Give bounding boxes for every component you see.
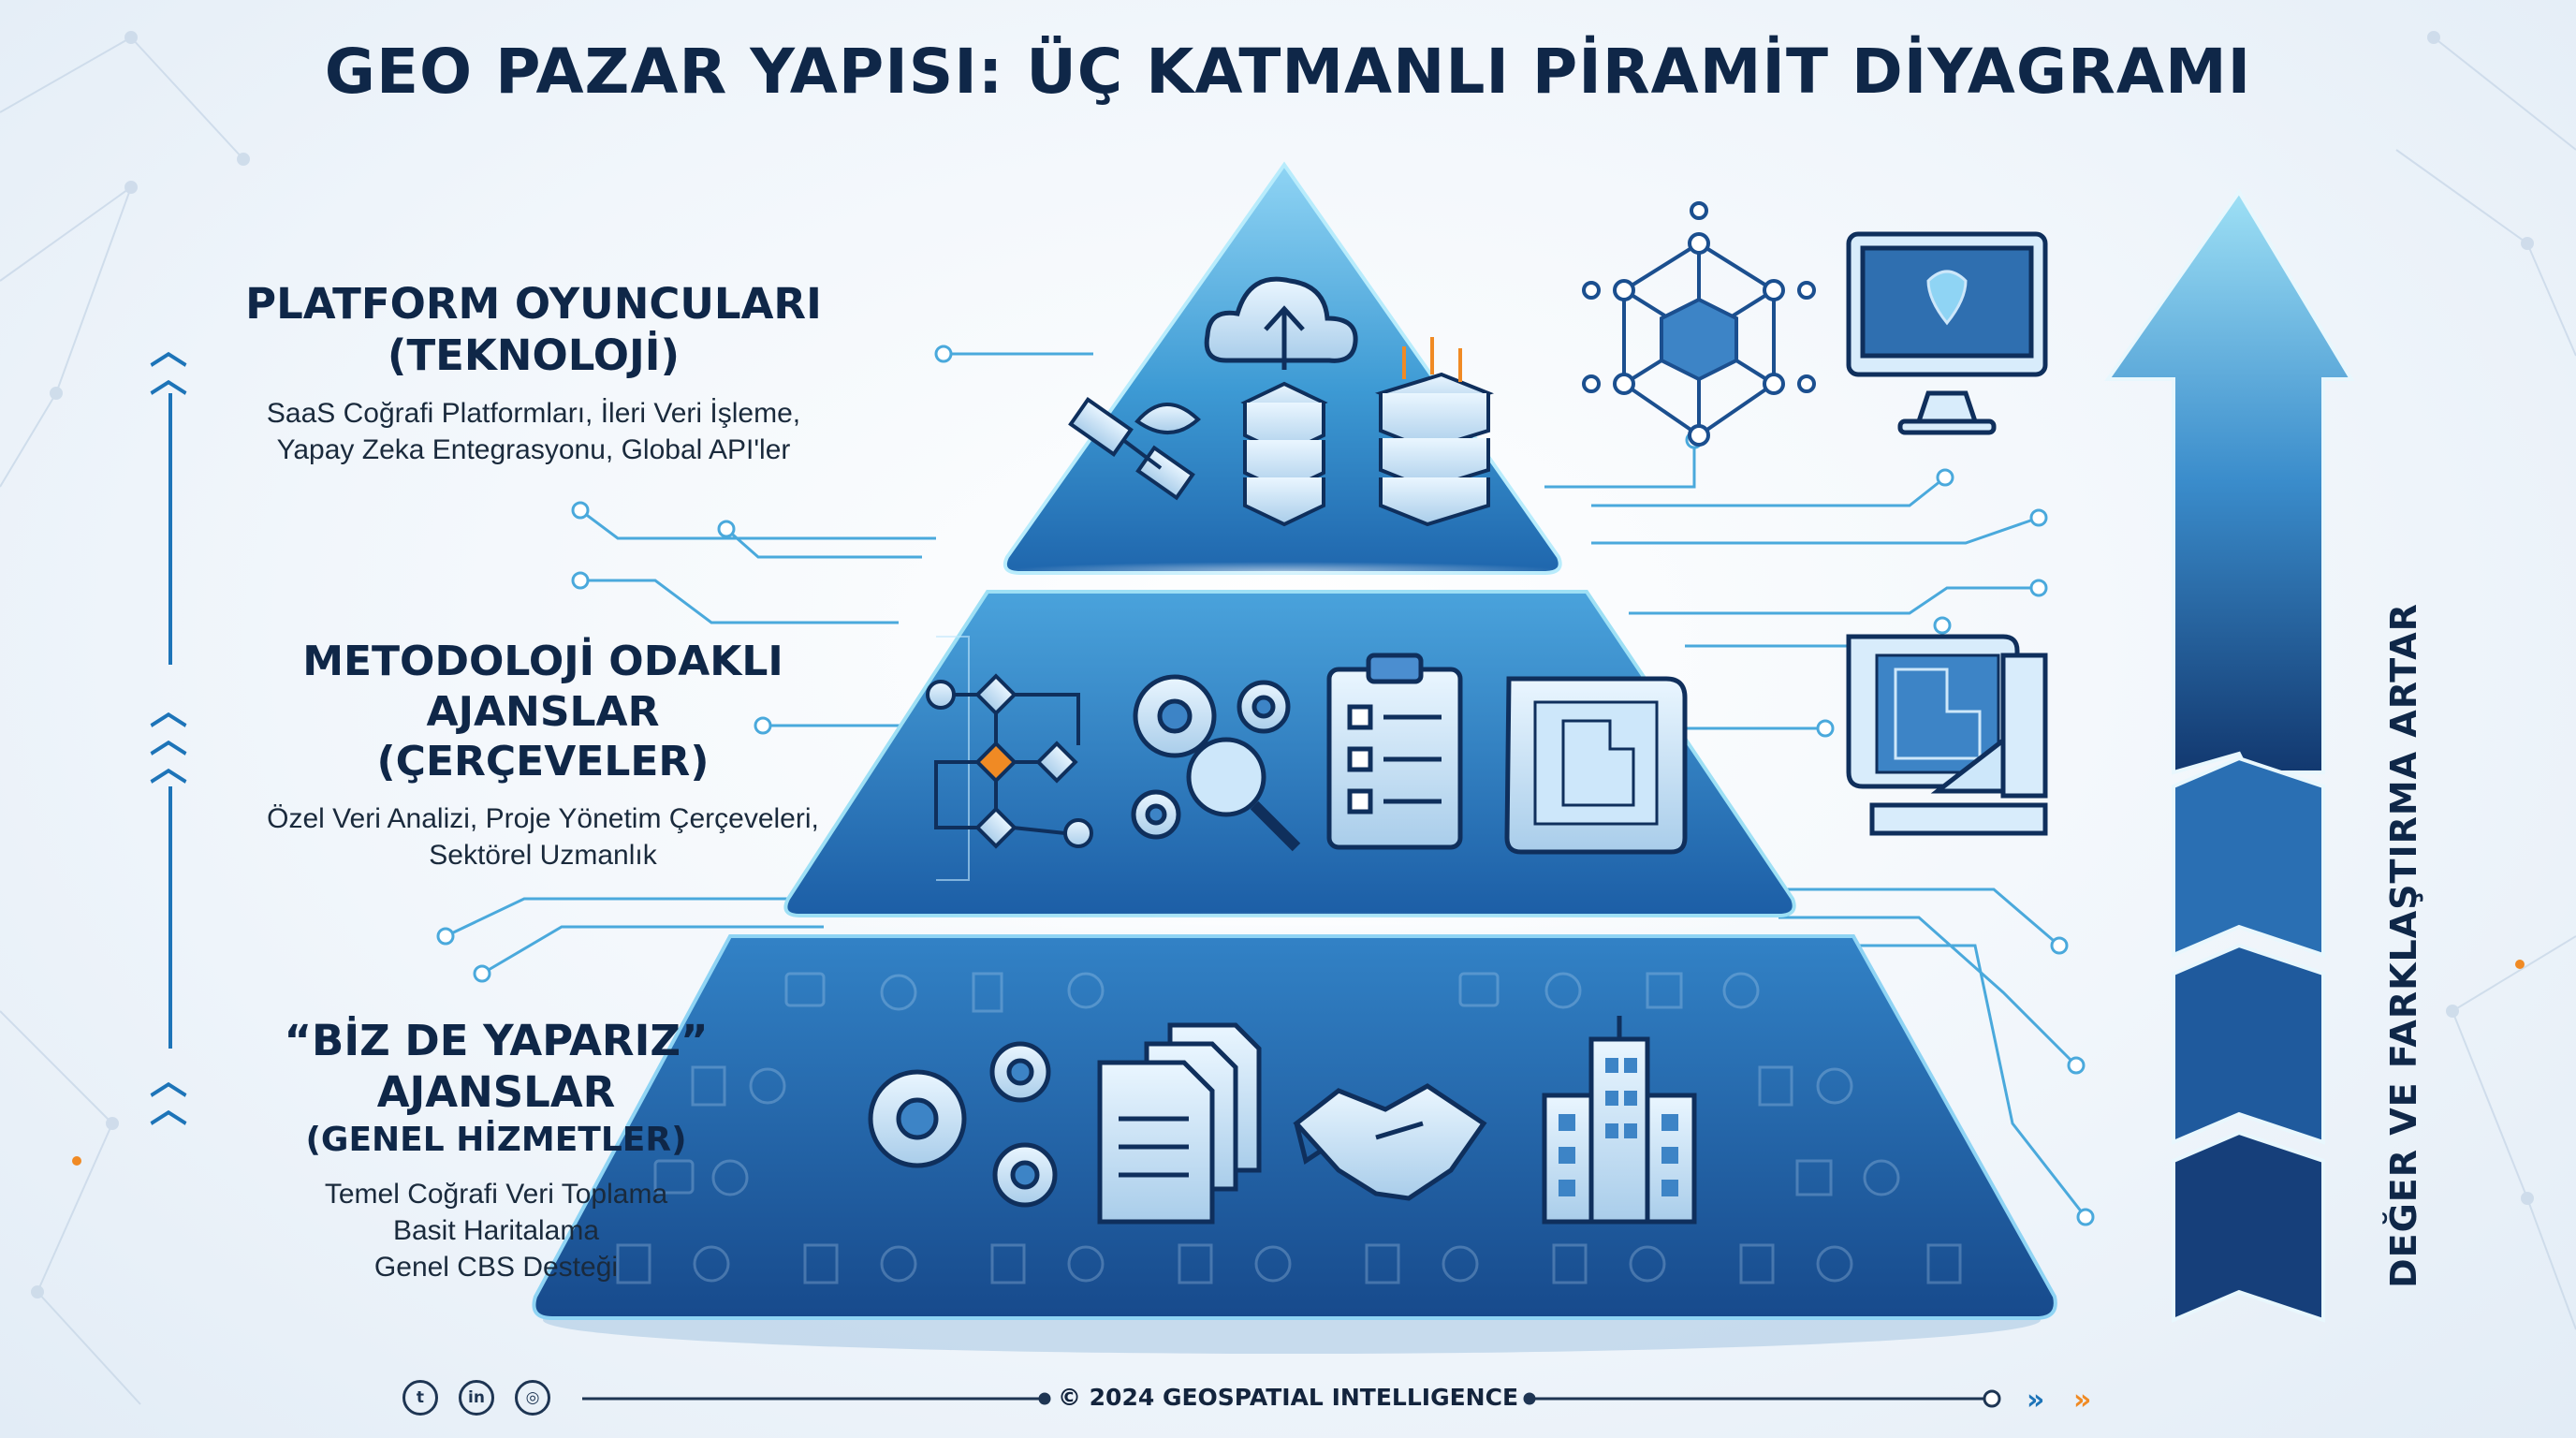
tier-description-line: Özel Veri Analizi, Proje Yönetim Çerçeve…	[267, 803, 819, 835]
footer-lines	[582, 1389, 2001, 1408]
tier-label-methodology: METODOLOJİ ODAKLI AJANSLAR (ÇERÇEVELER) …	[215, 637, 871, 873]
accent-dot	[2515, 960, 2525, 969]
tier-label-platform: PLATFORM OYUNCULARI (TEKNOLOJİ) SaaS Coğ…	[225, 279, 842, 468]
server-stack-icon	[1240, 381, 1328, 527]
circuit-node	[2067, 1056, 2086, 1075]
satellite-icon	[1068, 397, 1201, 501]
chevron-up-icon: ︿︿	[150, 1060, 187, 1131]
chevron-up-icon: ︿︿	[150, 330, 187, 401]
monitor-map-icon	[1846, 231, 2048, 435]
checklist-clipboard-icon	[1326, 653, 1463, 850]
cloud-upload-icon	[1204, 276, 1358, 370]
tier-description-line: Sektörel Uzmanlık	[429, 840, 657, 872]
twitter-icon[interactable]: t	[402, 1380, 438, 1416]
gears-magnifier-icon	[1131, 674, 1301, 852]
tier-description: Özel Veri Analizi, Proje Yönetim Çerçeve…	[215, 800, 871, 873]
circuit-node	[1936, 468, 1954, 487]
tier-heading-line: AJANSLAR	[426, 687, 660, 736]
linkedin-icon[interactable]: in	[459, 1380, 494, 1416]
circuit-node	[571, 571, 590, 590]
page-title: GEO PAZAR YAPISI: ÜÇ KATMANLI PİRAMİT Dİ…	[324, 36, 2252, 108]
chevron-right-icon: »	[2073, 1384, 2092, 1416]
bottom-tier-pattern	[616, 972, 1962, 1284]
tier-heading-line: (ÇERÇEVELER)	[376, 738, 710, 786]
circuit-lines-left	[445, 352, 1093, 976]
office-building-icon	[1542, 1016, 1697, 1225]
circuit-node	[934, 345, 953, 363]
tier-description: Temel Coğrafi Veri Toplama Basit Harital…	[192, 1176, 800, 1285]
tier-description-line: SaaS Coğrafi Platformları, İleri Veri İş…	[266, 397, 801, 429]
circuit-node	[754, 716, 772, 735]
circuit-node	[2050, 936, 2069, 955]
tier-description: SaaS Coğrafi Platformları, İleri Veri İş…	[225, 395, 842, 468]
tier-description-line: Basit Haritalama	[392, 1214, 600, 1246]
tier-heading-line: “BİZ DE YAPARIZ”	[284, 1016, 709, 1065]
tier-heading-line: PLATFORM OYUNCULARI	[245, 279, 822, 329]
documents-icon	[1097, 1022, 1262, 1225]
network-cube-icon	[1582, 201, 1816, 447]
circuit-node	[473, 964, 491, 983]
side-arrow-label: DEĞER VE FARKLAŞTIRMA ARTAR	[2383, 603, 2424, 1288]
blueprint-ruler-icon	[1846, 634, 2048, 836]
handshake-icon	[1293, 1083, 1487, 1201]
tier-subheading: (GENEL HİZMETLER)	[305, 1120, 687, 1159]
instagram-icon[interactable]: ◎	[515, 1380, 550, 1416]
tier-heading-line: AJANSLAR	[376, 1066, 616, 1117]
tier-description-line: Genel CBS Desteği	[373, 1251, 619, 1283]
chevron-right-icon: »	[2027, 1384, 2045, 1416]
flowchart-icon	[926, 673, 1093, 849]
circuit-node	[571, 501, 590, 520]
tier-heading-line: (TEKNOLOJİ)	[387, 330, 681, 380]
background-network	[0, 31, 2576, 1405]
tier-heading: METODOLOJİ ODAKLI AJANSLAR (ÇERÇEVELER)	[215, 637, 871, 787]
circuit-node	[2029, 579, 2048, 597]
circuit-node	[1933, 616, 1952, 635]
tier-description-line: Temel Coğrafi Veri Toplama	[324, 1178, 668, 1210]
chevron-up-icon: ︿︿︿	[150, 690, 187, 789]
value-increase-arrow	[2104, 188, 2355, 1324]
circuit-node	[717, 520, 736, 538]
footer-copyright: © 2024 GEOSPATIAL INTELLIGENCE	[1057, 1384, 1519, 1411]
tier-description-line: Yapay Zeka Entegrasyonu, Global API'ler	[276, 433, 791, 465]
circuit-node	[1816, 719, 1835, 738]
circuit-node	[2029, 508, 2048, 527]
gears-icon	[868, 1041, 1058, 1208]
tier-heading-line: METODOLOJİ ODAKLI	[302, 638, 783, 685]
server-rack-icon	[1374, 337, 1495, 527]
accent-dot	[72, 1156, 81, 1166]
blueprint-icon	[1504, 676, 1688, 855]
circuit-node	[436, 927, 455, 946]
tier-heading: PLATFORM OYUNCULARI (TEKNOLOJİ)	[225, 279, 842, 382]
circuit-node	[2076, 1208, 2095, 1226]
tier-heading: “BİZ DE YAPARIZ” AJANSLAR	[192, 1016, 800, 1119]
tier-label-general-services: “BİZ DE YAPARIZ” AJANSLAR (GENEL HİZMETL…	[192, 1016, 800, 1285]
